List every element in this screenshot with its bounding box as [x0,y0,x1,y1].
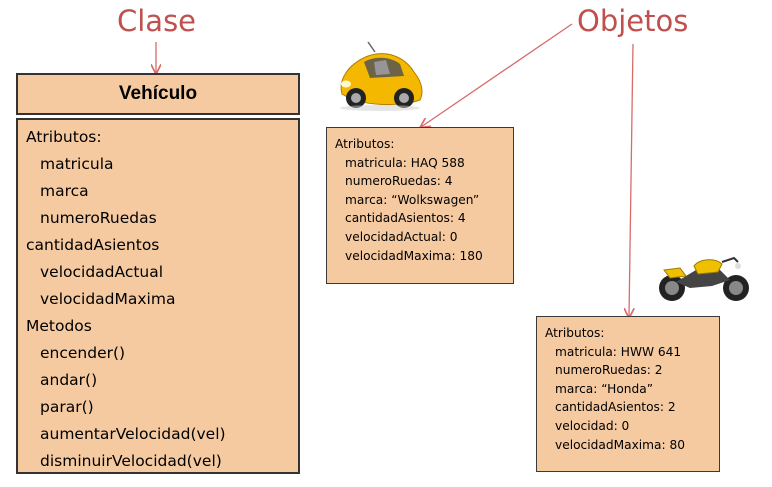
car-attribute-line: velocidadMaxima: 180 [345,248,483,263]
class-member-line: parar() [40,398,94,416]
class-name: Vehículo [16,73,300,115]
class-member-line: andar() [40,371,98,389]
motorcycle-attribute-line: numeroRuedas: 2 [555,363,663,378]
motorcycle-attribute-line: marca: “Honda” [555,381,654,396]
class-member-line: velocidadMaxima [40,290,176,308]
class-member-line: velocidadActual [40,263,164,281]
car-object-box: Atributos: matricula: HAQ 588 numeroRuedas… [326,127,514,284]
class-member-line: disminuirVelocidad(vel) [40,452,222,470]
motorcycle-attribute-line: matricula: HWW 641 [555,344,682,359]
motorcycle-attribute-line: Atributos: [545,326,605,340]
car-attribute-line: cantidadAsientos: 4 [345,211,466,226]
moto-object-arrow [629,43,633,317]
car-attribute-line: Atributos: [335,137,395,151]
class-member-line: aumentarVelocidad(vel) [40,425,226,443]
car-attribute-line: velocidadActual: 0 [345,229,458,244]
objects-heading: Objetos [577,4,689,38]
class-member-line: encender() [40,344,126,362]
class-member-line: Atributos: [26,128,102,146]
motorcycle-attribute-line: velocidadMaxima: 80 [555,437,685,452]
motorcycle-attribute-line: velocidad: 0 [555,418,630,433]
motorcycle-object-box: Atributos: matricula: HWW 641 numeroRuedas… [536,316,720,472]
car-icon [340,41,423,111]
class-attributes-box: Atributos: matricula marca numeroRuedas cant… [16,118,300,474]
class-heading: Clase [117,4,197,38]
motorcycle-icon [659,256,749,301]
motorcycle-attribute-line: cantidadAsientos: 2 [555,400,676,415]
class-member-line: Metodos [26,317,92,335]
car-attribute-line: matricula: HAQ 588 [345,155,465,170]
car-object-arrow [421,23,573,127]
class-member-line: matricula [40,155,114,173]
class-member-line: numeroRuedas [40,209,157,227]
car-attribute-line: numeroRuedas: 4 [345,174,453,189]
class-member-line: marca [40,182,89,200]
car-attribute-line: marca: “Wolkswagen” [345,192,480,207]
class-member-line: cantidadAsientos [26,236,160,254]
